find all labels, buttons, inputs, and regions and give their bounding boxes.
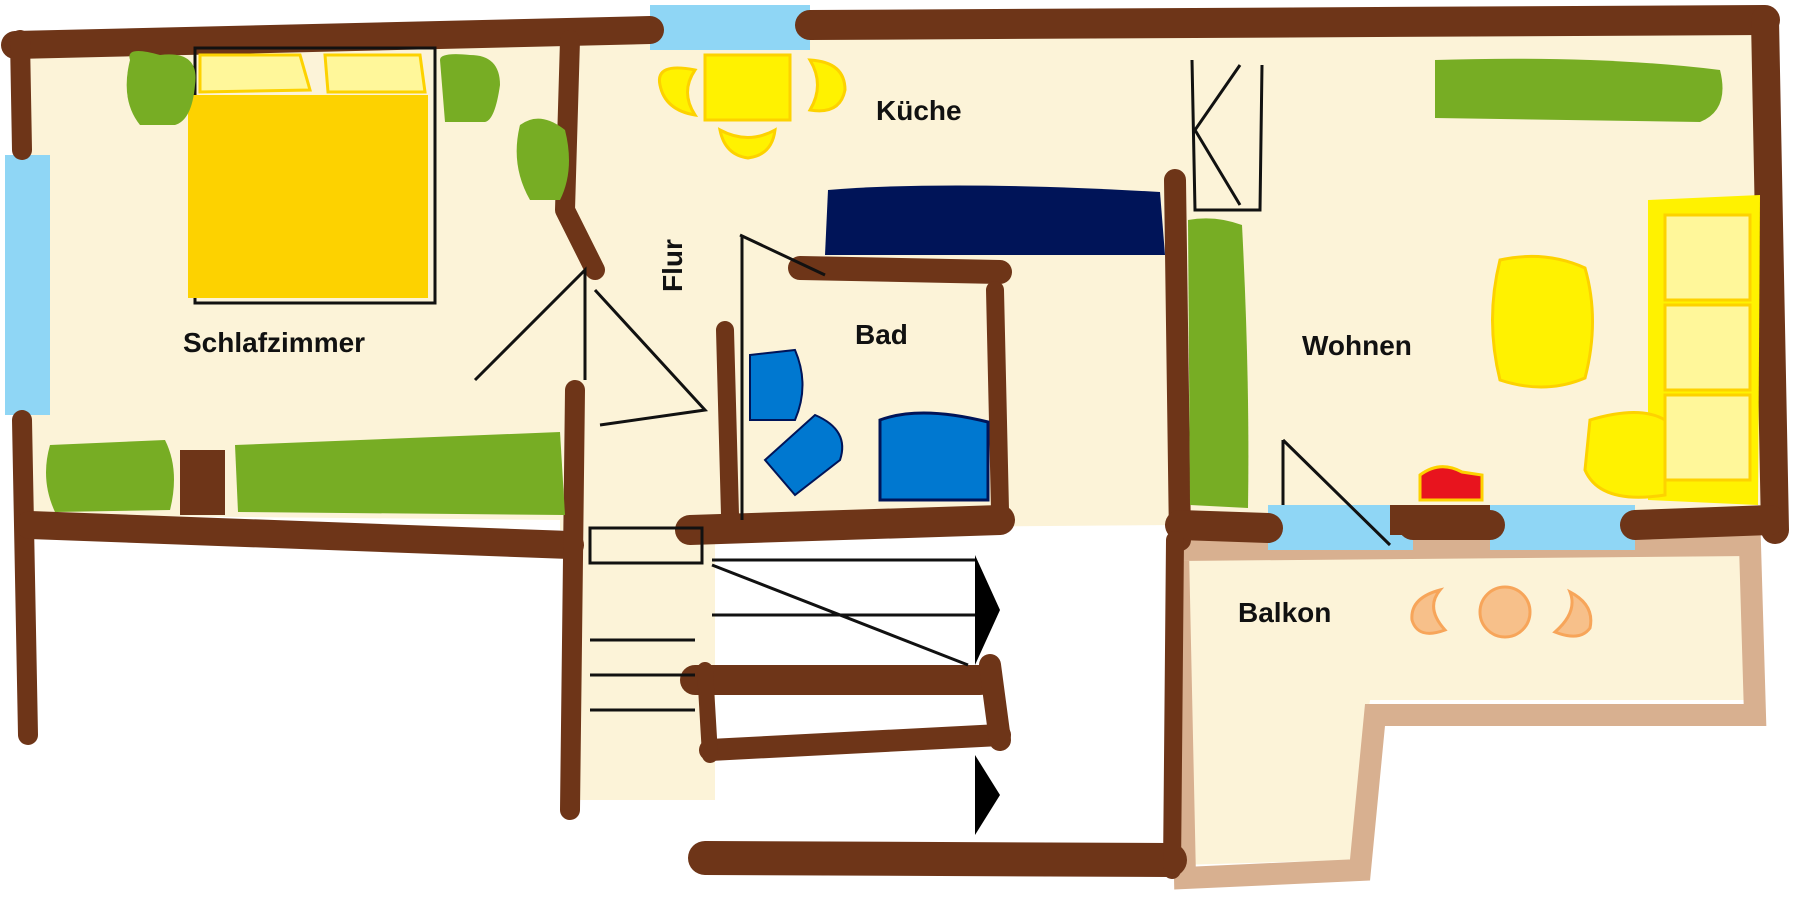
chair-right [807,58,847,113]
bad-fixtures [749,348,990,502]
label-wohnen: Wohnen [1302,330,1412,361]
wall-bottom [688,841,1187,877]
heater-shelf [1390,505,1490,535]
floor-balkon [1175,540,1745,865]
wall-wohnen-left [1164,169,1191,551]
plant-shelf [235,432,565,515]
sofa-cushion-1 [1663,213,1752,302]
wohnen-furniture [1188,58,1760,535]
balkon-tile-border [1166,533,1767,890]
wall-flur-left-lower [560,380,585,820]
bed-blanket [188,95,428,298]
door-schlafzimmer [473,266,587,382]
wall-balkon-left [1163,531,1184,879]
schlafzimmer-furniture [46,46,569,515]
label-balkon: Balkon [1238,597,1331,628]
window-kueche [650,5,810,50]
armchair [1491,254,1594,389]
wall-stair-mid-lower [699,724,1011,761]
sofa-cushion-3 [1663,393,1752,482]
balkon-furniture [1410,585,1593,639]
stair-diagonal [711,563,969,667]
wall-left [10,30,32,160]
wall-schlaf-bottom [16,511,584,559]
wall-bad-left [716,321,739,524]
plant-window [1435,58,1723,122]
heater [1418,465,1484,502]
balkon-chair-2 [1552,588,1593,638]
room-labels: Schlafzimmer Küche Flur Bad Wohnen Balko… [183,95,1412,628]
floor-flur-lower [580,520,715,800]
wall-bad-top [788,256,1012,284]
wall-left-lower [12,410,38,745]
wall-top-right [795,5,1780,40]
label-schlafzimmer: Schlafzimmer [183,327,365,358]
stairs [588,526,1000,835]
wall-schlaf-flur [555,30,605,280]
window-wohnen-right [1490,505,1635,550]
kitchen-counter [825,185,1165,255]
label-bad: Bad [855,319,908,350]
stair-landing-bottom [975,755,1000,835]
label-kueche: Küche [876,95,962,126]
dining-table [703,53,792,122]
wall-bad-right [986,281,1009,519]
wall-stair-left [697,662,718,763]
door-wohnen-top [1190,59,1264,212]
plant-bedside-left [126,51,196,125]
wall-wohnen-bottom-left [1165,510,1283,543]
sink [763,413,844,497]
chair-left [657,66,699,118]
doors [473,59,1392,547]
balkon-chair-1 [1410,587,1448,635]
plant-bottom-left [46,440,174,512]
wall-right [1751,6,1789,544]
sofa-arm [1583,411,1667,499]
wall-top-left [1,16,664,59]
sofa-cushion-2 [1663,303,1752,392]
wall-wohnen-bottom-right [1620,505,1785,540]
plant-corner [516,118,569,200]
kueche-furniture [657,53,1165,255]
plant-tall [1188,218,1249,509]
stair-step-top [588,526,704,565]
balkon-table [1478,585,1532,639]
chair-bottom [717,127,777,160]
door-bad [739,233,826,520]
toilet [749,348,804,421]
door-balkon [1281,438,1392,547]
wardrobe-divider [180,450,225,515]
label-flur: Flur [657,239,688,292]
wall-stair-right [979,654,1011,751]
windows [5,5,1635,550]
stair-landing-top [975,555,1000,665]
wall-bad-bottom [675,505,1015,545]
bed-pillow-right [323,53,427,94]
bed-pillow-left [198,53,312,94]
plant-bedside-right [440,54,500,122]
door-flur [593,288,709,427]
window-schlafzimmer [5,155,50,415]
bathtub [878,411,990,502]
